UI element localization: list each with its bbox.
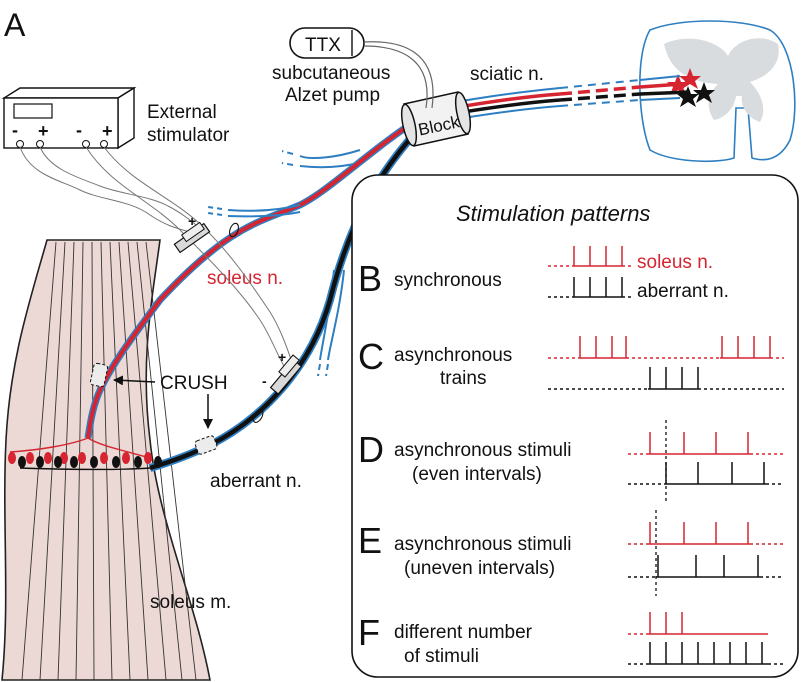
electrode-soleus-plus: + (188, 213, 196, 229)
external-stimulator: - + - + External stimulator (1, 86, 230, 150)
electrode-aberrant-plus: + (278, 349, 286, 365)
electrode-soleus: + (173, 213, 240, 254)
pump-label-line1: subcutaneous (272, 63, 390, 84)
pump-label-line2: Alzet pump (285, 85, 380, 106)
legend-aberrant: aberrant n. (637, 281, 729, 302)
pattern-d-text-1: asynchronous stimuli (394, 440, 571, 461)
stimulation-patterns-box: Stimulation patterns B synchronous soleu… (351, 174, 799, 678)
patterns-title: Stimulation patterns (456, 201, 650, 226)
pattern-c-text-1: asynchronous (394, 345, 512, 366)
crush-sites: CRUSH (89, 362, 228, 455)
pump-drug-label: TTX (305, 35, 341, 56)
electrode-aberrant-minus: - (262, 373, 267, 389)
pattern-c-black-train (548, 367, 784, 390)
stim-minus-1: - (12, 120, 18, 140)
pattern-b-text-1: synchronous (394, 270, 502, 291)
stim-minus-2: - (76, 120, 82, 140)
pattern-e-red-train (628, 522, 784, 545)
muscle-label: soleus m. (150, 592, 231, 613)
crush-site-soleus (89, 362, 109, 388)
cut-branch-nerves (281, 149, 363, 377)
pattern-d-letter: D (358, 429, 384, 470)
crush-label: CRUSH (160, 373, 228, 394)
sciatic-label: sciatic n. (470, 64, 544, 85)
block-cuff: Block (400, 91, 472, 147)
crush-site-aberrant (194, 435, 218, 455)
pattern-e: E asynchronous stimuli (uneven intervals… (358, 510, 784, 596)
legend-soleus: soleus n. (637, 252, 713, 273)
pattern-c: C asynchronous trains (358, 336, 784, 390)
stim-plus-2: + (102, 121, 113, 141)
pattern-f: F different number of stimuli (358, 612, 784, 667)
pattern-c-text-2: trains (440, 368, 486, 389)
stimulator-label-line1: External (147, 102, 217, 123)
spinal-cord (639, 20, 796, 163)
pattern-e-text-2: (uneven intervals) (404, 558, 555, 579)
pattern-f-red-train (628, 612, 768, 635)
stim-plus-1: + (38, 121, 49, 141)
pattern-f-text-1: different number (394, 622, 533, 643)
aberrant-nerve-label: aberrant n. (210, 471, 302, 492)
stimulator-label-line2: stimulator (147, 125, 230, 146)
pattern-d-black-train (628, 462, 784, 485)
soleus-nerve: soleus n. (84, 115, 422, 439)
panel-letter-a: A (4, 7, 26, 43)
pattern-d: D asynchronous stimuli (even intervals) (358, 420, 784, 502)
motoneuron-black-1 (677, 86, 699, 107)
endplates (8, 437, 162, 471)
pattern-b-black-train (548, 277, 632, 298)
motoneuron-red-2 (679, 68, 701, 89)
pattern-b-red-train (548, 246, 632, 267)
gray-matter (664, 38, 779, 122)
pattern-c-letter: C (358, 336, 384, 377)
patterns-box-outline (351, 174, 799, 678)
pattern-e-letter: E (358, 520, 382, 561)
pattern-d-red-train (628, 432, 784, 455)
motoneuron-black-2 (693, 82, 715, 103)
electrode-aberrant: + - (252, 349, 303, 423)
soleus-nerve-label: soleus n. (207, 268, 283, 289)
pattern-b-letter: B (358, 258, 382, 299)
pattern-f-black-train (628, 642, 784, 665)
pattern-b: B synchronous soleus n. aberrant n. (358, 246, 729, 302)
pattern-e-black-train (628, 555, 784, 578)
pattern-c-red-train (548, 336, 784, 359)
pattern-f-letter: F (358, 612, 380, 653)
pattern-d-text-2: (even intervals) (412, 464, 542, 485)
pattern-f-text-2: of stimuli (404, 646, 479, 667)
ttx-pump: TTX subcutaneous Alzet pump (272, 27, 434, 109)
pattern-e-text-1: asynchronous stimuli (394, 534, 571, 555)
stimulator-wires (19, 146, 293, 369)
stimulator-display (13, 103, 53, 119)
